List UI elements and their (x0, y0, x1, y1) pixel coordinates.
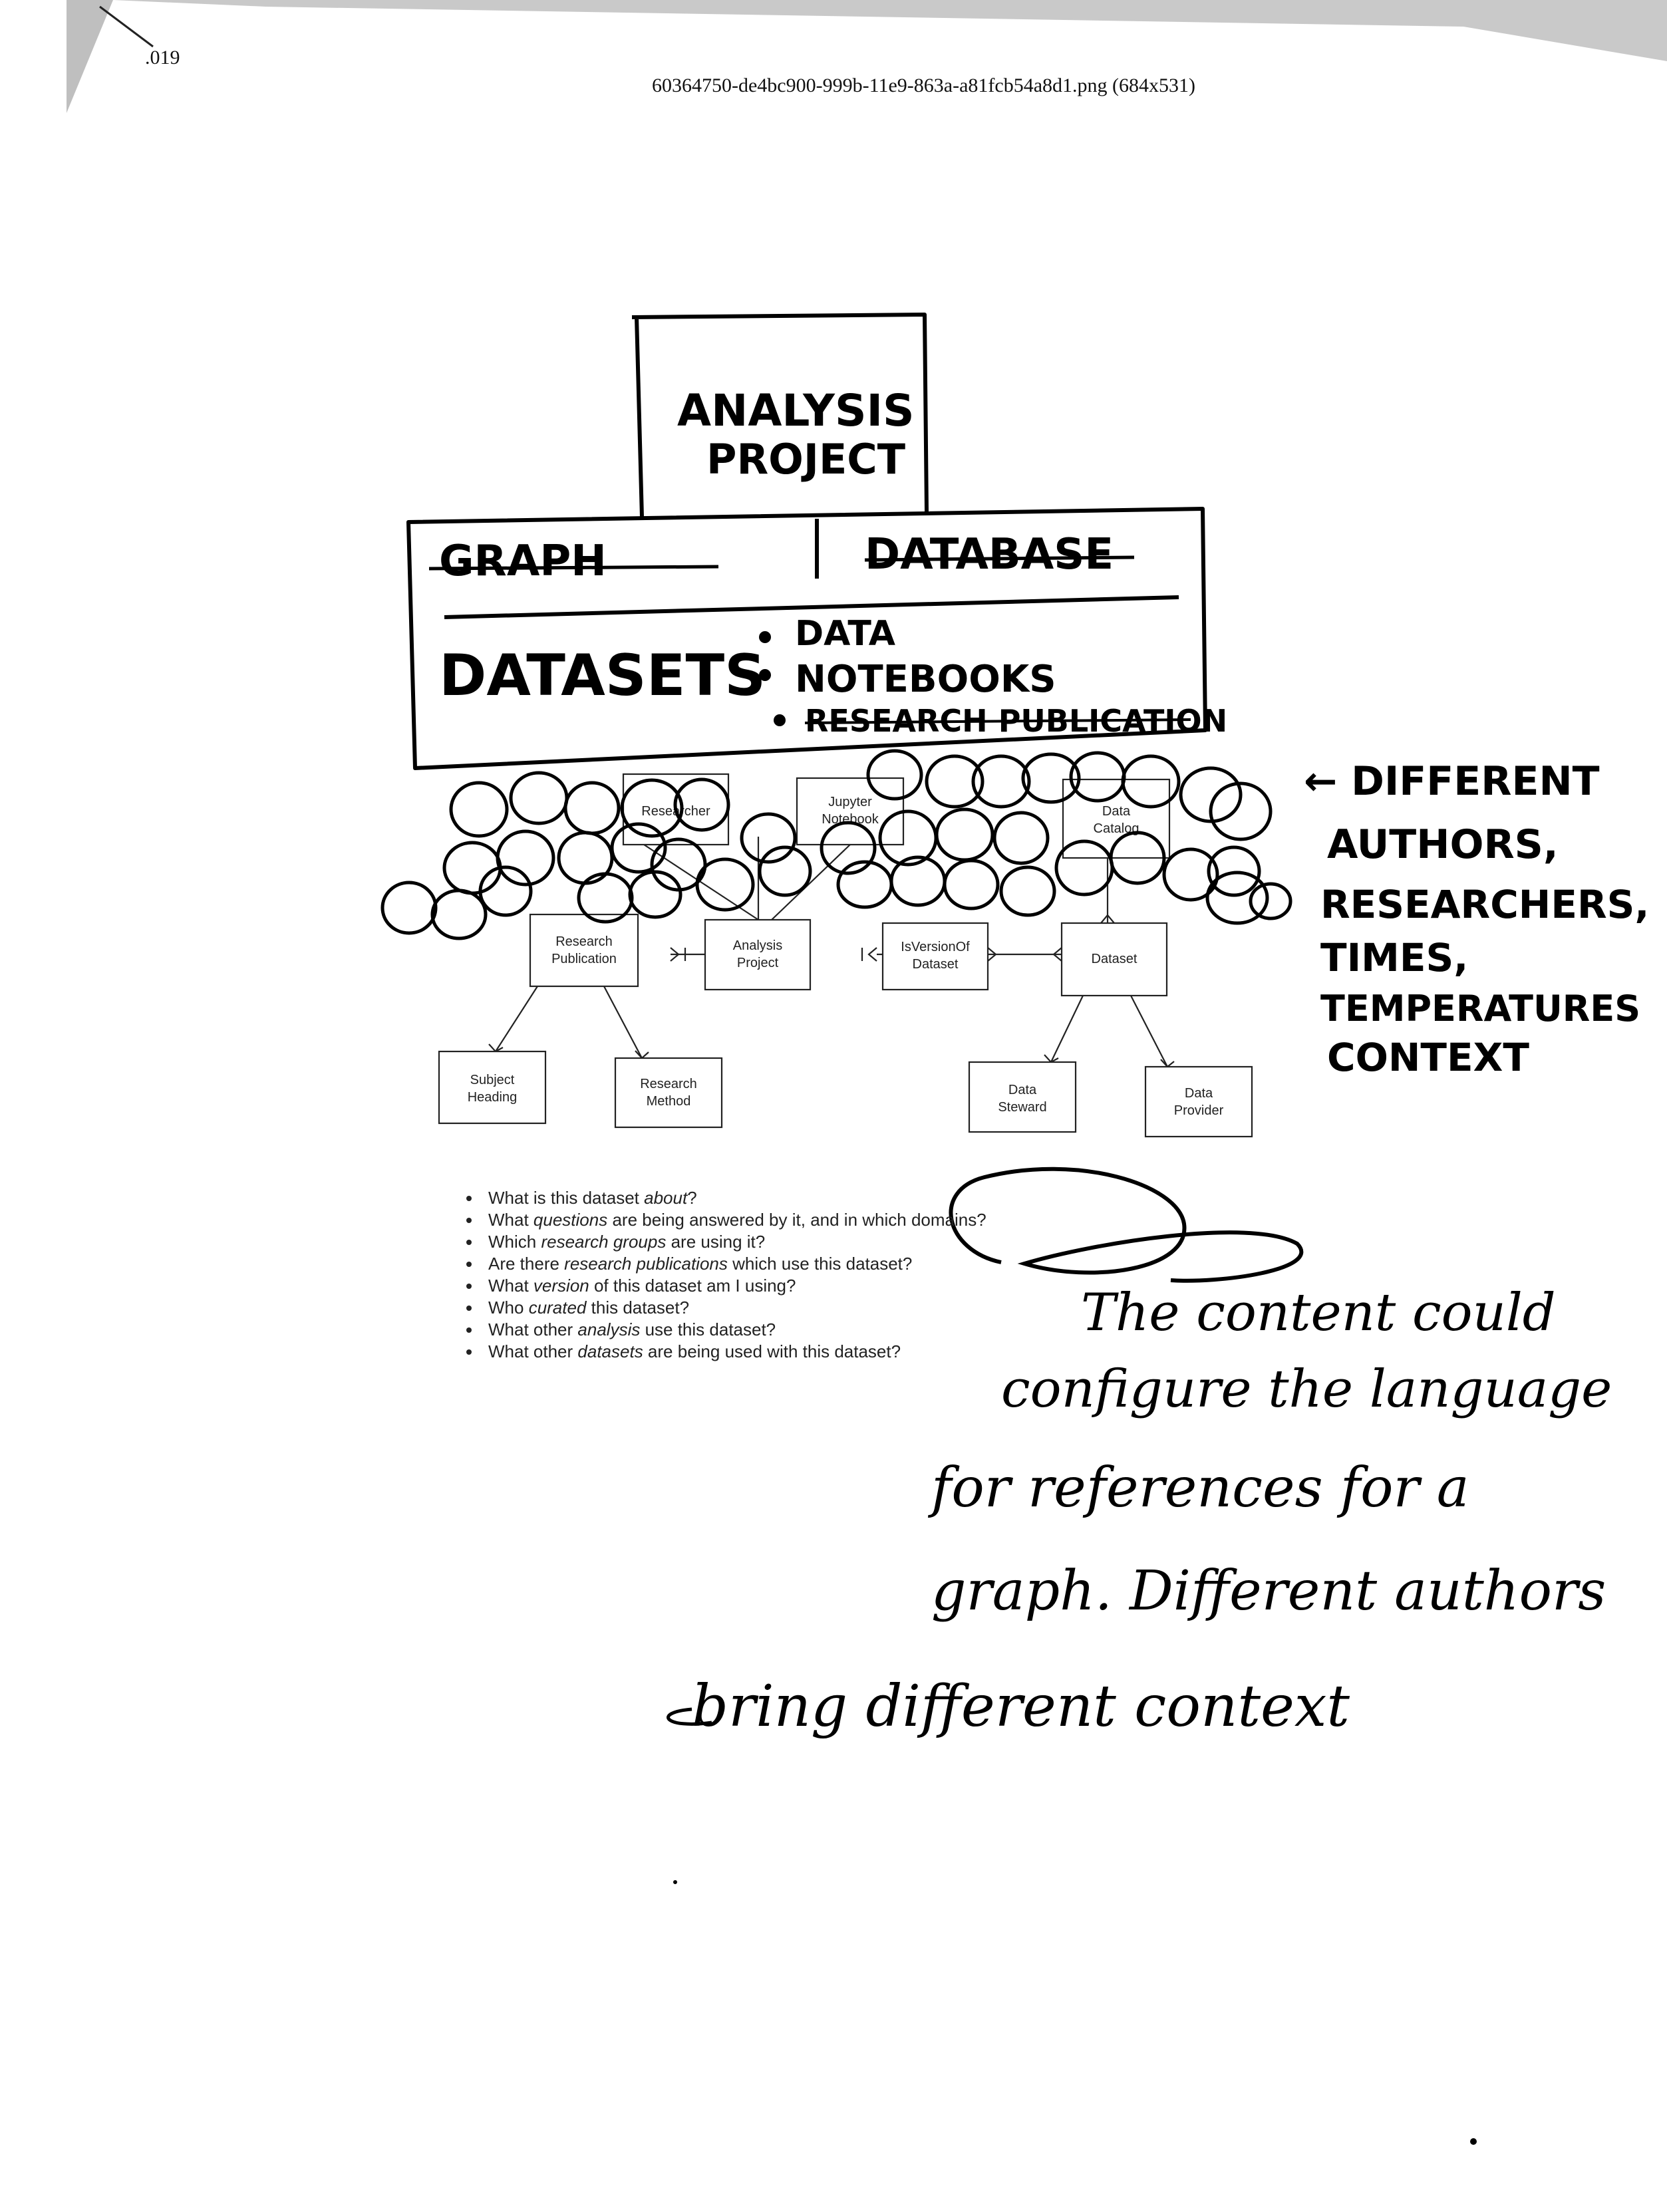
script-note-line-2: configure the language (1001, 1359, 1612, 1419)
question-text: of this dataset am I using? (589, 1276, 796, 1296)
entity-box-data-steward (968, 1061, 1077, 1133)
side-note-line-3: RESEARCHERS, (1320, 882, 1649, 927)
entity-label-jupyter-line-2: Notebook (822, 812, 879, 827)
hand-drawn-circles (380, 749, 1292, 940)
side-note-line-1: ← DIFFERENT (1304, 758, 1600, 805)
entity-box-jupyter-notebook (796, 777, 905, 846)
question-emphasis: research groups (541, 1232, 667, 1252)
entity-label-provider-line-2: Provider (1174, 1103, 1224, 1118)
entity-label-version-line-2: Dataset (913, 957, 959, 972)
scan-shadow-left (0, 0, 113, 113)
entity-label-dataset: Dataset (1092, 952, 1137, 966)
entity-box-research-publication (529, 913, 639, 988)
entity-label-method-line-1: Research (640, 1077, 697, 1091)
entity-label-subject-line-2: Heading (468, 1090, 518, 1105)
dataset-question-list: What is this dataset about?What question… (452, 1187, 986, 1363)
analysis-project-line-2: PROJECT (706, 435, 905, 484)
datasets-underline (444, 595, 1179, 619)
question-item: Are there research publications which us… (482, 1253, 986, 1275)
graph-label: GRAPH (439, 537, 607, 586)
graph-database-box (406, 507, 1207, 770)
question-text: are being answered by it, and in which d… (607, 1210, 986, 1230)
datasets-label: DATASETS (439, 642, 766, 709)
question-emphasis: questions (533, 1210, 608, 1230)
entity-label-subject-line-1: Subject (470, 1073, 515, 1087)
script-note-line-5: bring different context (692, 1673, 1350, 1740)
question-text: What (488, 1276, 533, 1296)
entity-box-analysis-project (704, 918, 812, 991)
entity-box-research-method (614, 1057, 723, 1129)
question-text: Who (488, 1298, 529, 1317)
entity-label-version-line-1: IsVersionOf (901, 940, 970, 954)
entity-box-subject-heading (438, 1050, 547, 1125)
side-note-line-2: AUTHORS, (1327, 821, 1559, 868)
handwritten-script-note: The content could configure the language… (667, 1283, 1612, 1740)
entity-label-method-line-2: Method (647, 1094, 691, 1109)
entity-label-catalog-line-1: Data (1102, 804, 1131, 819)
entity-label-analysis-line-2: Project (737, 956, 779, 970)
script-note-line-3: for references for a (927, 1456, 1469, 1520)
entity-box-dataset (1060, 922, 1168, 997)
bullet-notebooks: NOTEBOOKS (795, 658, 1056, 701)
question-item: What questions are being answered by it,… (482, 1209, 986, 1231)
question-text: are using it? (666, 1232, 766, 1252)
analysis-project-box (631, 313, 929, 518)
entity-label-analysis-line-1: Analysis (733, 938, 782, 953)
question-text: ? (687, 1188, 697, 1208)
scan-shadow-top (113, 0, 1667, 61)
question-item: Who curated this dataset? (482, 1297, 986, 1319)
side-note-line-6: CONTEXT (1327, 1035, 1529, 1080)
side-annotation: ← DIFFERENT AUTHORS, RESEARCHERS, TIMES,… (1304, 758, 1649, 1080)
question-text: What is this dataset (488, 1188, 645, 1208)
entity-label-provider-line-1: Data (1185, 1086, 1213, 1101)
bullet-data: DATA (795, 614, 895, 654)
page-date-fragment: .019 (145, 47, 180, 69)
entity-label-steward-line-1: Data (1008, 1083, 1037, 1097)
question-item: Which research groups are using it? (482, 1231, 986, 1253)
question-text: Are there (488, 1254, 565, 1274)
script-note-line-4: graph. Different authors (931, 1560, 1606, 1623)
hand-drawn-boxes (406, 313, 1207, 770)
hand-drawn-labels: ANALYSIS PROJECT GRAPH DATABASE DATASETS… (428, 385, 1227, 739)
entity-label-steward-line-2: Steward (998, 1100, 1046, 1115)
question-item: What other analysis use this dataset? (482, 1319, 986, 1341)
side-note-line-4: TIMES, (1320, 935, 1468, 980)
side-note-line-5: TEMPERATURES (1320, 988, 1640, 1030)
image-filename-header: 60364750-de4bc900-999b-11e9-863a-a81fcb5… (652, 74, 1196, 96)
entity-label-jupyter-line-1: Jupyter (828, 795, 872, 809)
analysis-project-line-1: ANALYSIS (677, 385, 915, 436)
question-emphasis: research publications (564, 1254, 728, 1274)
question-emphasis: datasets (577, 1341, 643, 1361)
question-emphasis: curated (528, 1298, 587, 1317)
question-text: What (488, 1210, 533, 1230)
loop-scribble (949, 1167, 1304, 1283)
question-emphasis: about (644, 1188, 688, 1208)
question-text: this dataset? (586, 1298, 690, 1317)
question-text: Which (488, 1232, 541, 1252)
database-label: DATABASE (865, 530, 1114, 579)
question-item: What version of this dataset am I using? (482, 1275, 986, 1297)
question-text: which use this dataset? (727, 1254, 913, 1274)
entity-box-data-provider (1144, 1065, 1253, 1138)
question-text: use this dataset? (640, 1319, 776, 1339)
entity-box-data-catalog (1062, 778, 1171, 859)
question-item: What is this dataset about? (482, 1187, 986, 1209)
question-text: What other (488, 1341, 578, 1361)
entity-label-catalog-line-2: Catalog (1094, 821, 1139, 836)
entity-label-publication-line-1: Research (555, 934, 613, 949)
question-item: What other datasets are being used with … (482, 1341, 986, 1363)
question-emphasis: analysis (577, 1319, 641, 1339)
entity-labels: Researcher Jupyter Notebook Data Catalog… (468, 795, 1224, 1118)
script-note-line-1: The content could (1081, 1283, 1556, 1343)
question-emphasis: version (533, 1276, 589, 1296)
entity-box-is-version-of-dataset (881, 922, 989, 991)
question-text: are being used with this dataset? (643, 1341, 901, 1361)
question-text: What other (488, 1319, 578, 1339)
entity-label-publication-line-2: Publication (551, 952, 617, 966)
